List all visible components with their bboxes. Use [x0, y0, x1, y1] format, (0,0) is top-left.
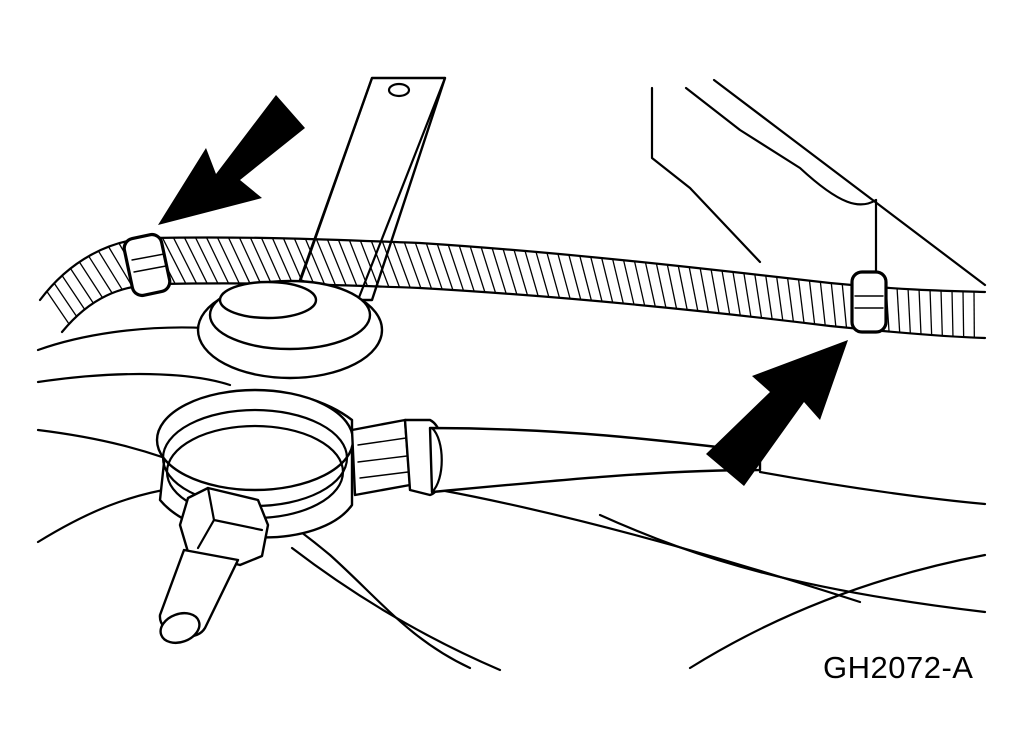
harness-rib	[238, 237, 262, 284]
harness-rib	[743, 273, 752, 317]
harness-rib	[381, 241, 401, 288]
harness-rib	[337, 239, 358, 286]
left-harness-clip	[122, 232, 172, 298]
harness-rib	[786, 278, 795, 322]
harness-rib	[644, 262, 656, 307]
harness-rib	[841, 284, 848, 328]
harness-rib	[896, 288, 901, 333]
harness-rib	[271, 237, 294, 285]
harness-rib	[710, 269, 720, 314]
harness-rib	[348, 240, 369, 287]
harness-rib	[797, 279, 805, 323]
link-bolt	[158, 486, 270, 645]
harness-rib	[962, 291, 965, 338]
harness-rib	[53, 282, 78, 317]
right-harness-clip	[850, 270, 888, 334]
wiring-harness	[38, 236, 987, 340]
harness-rib	[108, 246, 134, 288]
harness-rib	[46, 291, 70, 325]
figure-code: GH2072-A	[823, 650, 974, 685]
harness-rib	[227, 237, 251, 284]
harness-rib	[97, 250, 123, 290]
harness-rib	[688, 266, 699, 312]
harness-rib	[78, 261, 104, 299]
harness-rib	[524, 250, 539, 297]
harness-rib	[622, 260, 635, 305]
harness-rib	[216, 237, 240, 284]
harness-rib	[61, 275, 86, 310]
harness-rib	[765, 275, 773, 320]
harness-rib	[161, 237, 187, 284]
harness-rib	[929, 290, 933, 336]
harness-rib	[414, 242, 433, 289]
left-clip-arrow	[158, 95, 305, 225]
harness-rib	[568, 254, 582, 300]
harness-rib	[732, 271, 741, 316]
harness-rib	[951, 291, 954, 337]
harness-rib	[677, 265, 688, 310]
harness-rib	[447, 244, 465, 291]
harness-rib	[557, 253, 571, 299]
harness-rib	[699, 268, 710, 313]
harness-rib	[830, 283, 837, 327]
harness-rib	[183, 237, 208, 284]
harness-rib	[590, 256, 603, 302]
harness-rib	[205, 237, 230, 284]
stabilizer-link-arm	[298, 76, 447, 302]
harness-rib	[546, 252, 561, 299]
harness-rib	[436, 243, 454, 291]
body-panel	[650, 78, 987, 287]
harness-rib	[754, 274, 763, 318]
harness-rib	[194, 237, 219, 284]
frame-lines	[36, 326, 987, 672]
harness-rib	[535, 251, 550, 298]
harness-rib	[907, 289, 911, 334]
harness-rib	[326, 239, 347, 286]
harness-rib	[69, 268, 94, 304]
harness-rib	[469, 246, 486, 293]
harness-rib	[249, 237, 272, 284]
harness-rib	[282, 238, 304, 285]
link-rod	[350, 418, 762, 497]
harness-rib	[260, 237, 283, 285]
harness-rib	[579, 255, 593, 301]
harness-rib	[633, 261, 646, 306]
harness-rib	[918, 289, 922, 335]
harness-rib	[480, 247, 497, 294]
harness-rib	[721, 270, 731, 315]
harness-rib	[392, 241, 411, 288]
harness-rib	[370, 240, 390, 288]
harness-rib	[940, 290, 943, 336]
harness-rib	[502, 248, 518, 295]
harness-rib	[808, 280, 816, 325]
harness-rib	[666, 264, 678, 309]
harness-rib	[304, 238, 326, 286]
harness-rib	[293, 238, 315, 285]
harness-rib	[491, 248, 507, 294]
harness-rib	[359, 240, 379, 287]
harness-rib	[88, 255, 113, 294]
harness-rib	[601, 257, 614, 303]
right-clip-arrow	[706, 340, 848, 486]
harness-rib	[612, 258, 624, 304]
harness-rib	[315, 238, 337, 286]
harness-rib	[513, 249, 529, 296]
link-bushings	[155, 279, 384, 539]
harness-rib	[172, 237, 198, 284]
harness-rib	[425, 243, 443, 290]
harness-rib	[458, 245, 475, 292]
harness-rib	[655, 263, 667, 308]
harness-rib	[776, 276, 784, 321]
harness-rib	[819, 281, 826, 326]
harness-rib	[403, 242, 422, 289]
